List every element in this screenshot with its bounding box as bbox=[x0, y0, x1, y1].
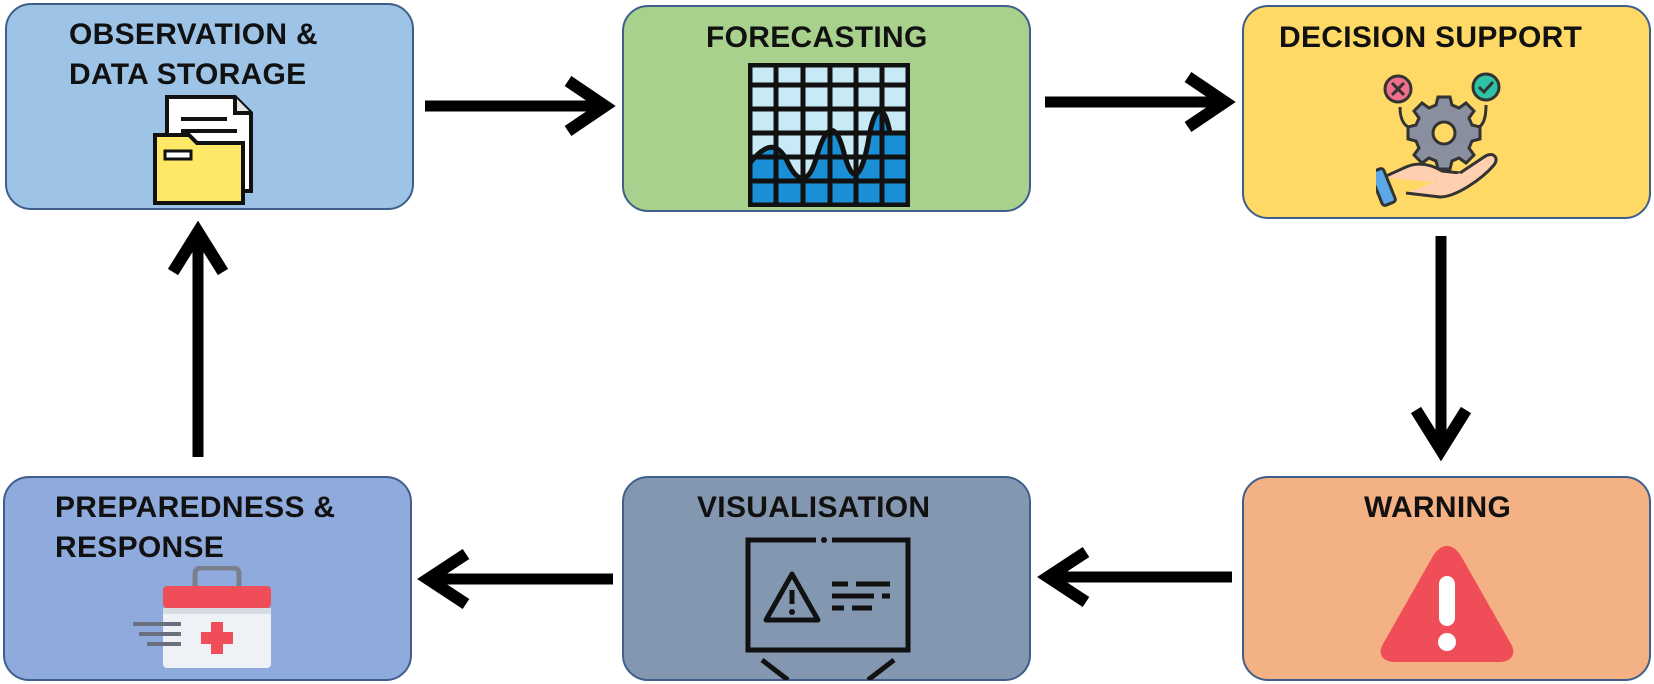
warning-triangle-icon bbox=[1380, 546, 1514, 662]
stage-warning-box: WARNING bbox=[1242, 476, 1651, 681]
stage-visualisation-label: VISUALISATION bbox=[697, 491, 931, 524]
stage-forecasting-box: FORECASTING bbox=[622, 5, 1031, 212]
stage-decision-label: DECISION SUPPORT bbox=[1279, 21, 1583, 54]
stage-visualisation-box: VISUALISATION bbox=[622, 476, 1031, 681]
arrow-preparedness-to-observation bbox=[167, 220, 229, 457]
stage-observation-label: OBSERVATION & DATA STORAGE bbox=[69, 18, 318, 91]
stage-forecasting-label: FORECASTING bbox=[706, 21, 928, 54]
decision-gear-hand-icon bbox=[1376, 72, 1501, 207]
forecast-chart-icon bbox=[748, 63, 910, 207]
monitor-alert-icon bbox=[745, 537, 911, 680]
arrow-observation-to-forecasting bbox=[425, 76, 616, 136]
arrow-forecasting-to-decision bbox=[1045, 72, 1236, 132]
folder-icon bbox=[153, 95, 253, 205]
first-aid-kit-icon bbox=[133, 566, 271, 668]
arrow-visualisation-to-preparedness bbox=[417, 548, 613, 610]
stage-observation-box: OBSERVATION & DATA STORAGE bbox=[5, 3, 414, 210]
arrow-warning-to-visualisation bbox=[1037, 546, 1232, 608]
stage-preparedness-box: PREPAREDNESS & RESPONSE bbox=[3, 476, 412, 681]
stage-preparedness-label: PREPAREDNESS & RESPONSE bbox=[55, 491, 336, 564]
arrow-decision-to-warning bbox=[1410, 236, 1472, 462]
stage-decision-box: DECISION SUPPORT bbox=[1242, 5, 1651, 219]
stage-warning-label: WARNING bbox=[1364, 491, 1512, 524]
